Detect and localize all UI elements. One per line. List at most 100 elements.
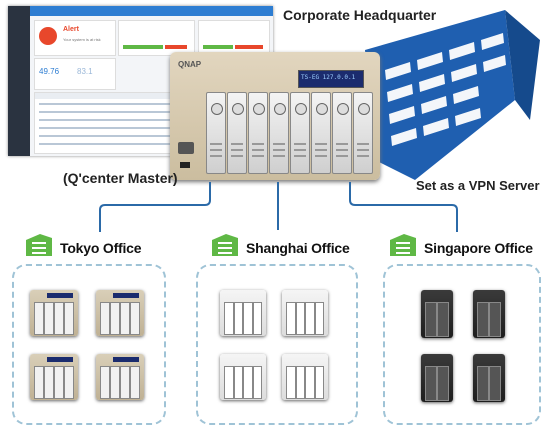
- status-bar-red: [235, 45, 263, 49]
- building-icon: [390, 234, 416, 256]
- nas-usb-port: [180, 162, 190, 168]
- drive-vent: [210, 143, 222, 145]
- nas-brand: QNAP: [178, 60, 202, 69]
- drive-bay: [290, 92, 310, 174]
- drive-bay: [305, 301, 315, 335]
- drive-bay: [227, 92, 247, 174]
- table-header: [35, 93, 269, 99]
- drive-vent: [273, 149, 285, 151]
- alert-icon: [39, 27, 57, 45]
- drive-bay: [64, 301, 74, 335]
- connector-tokyo: [99, 182, 211, 232]
- drive-latch: [295, 103, 307, 115]
- nas-lcd: [112, 357, 140, 362]
- stat-right: 83.1: [77, 67, 93, 76]
- drive-bay: [100, 365, 110, 399]
- nas-unit: [282, 354, 328, 400]
- drive-bay: [44, 365, 54, 399]
- drive-bay: [130, 301, 140, 335]
- drive-bay: [206, 92, 226, 174]
- drive-bay: [233, 301, 243, 335]
- table-row: [39, 135, 239, 137]
- drive-bay: [224, 365, 234, 399]
- drive-vent: [315, 155, 327, 157]
- drive-bay: [269, 92, 289, 174]
- drive-bay: [130, 365, 140, 399]
- drive-bay: [248, 92, 268, 174]
- table-row: [39, 127, 239, 129]
- table-row: [39, 143, 239, 145]
- drive-bay: [224, 301, 234, 335]
- drive-bay: [243, 365, 253, 399]
- status-panel-1: [118, 20, 195, 56]
- drive-vent: [357, 143, 369, 145]
- drive-bay: [425, 302, 437, 337]
- drive-vent: [231, 143, 243, 145]
- drive-bay: [252, 301, 262, 335]
- drive-latch: [316, 103, 328, 115]
- table-row: [39, 111, 239, 113]
- nas-lcd: [46, 293, 74, 298]
- nas-unit: [30, 354, 78, 400]
- drive-vent: [315, 149, 327, 151]
- drive-latch: [253, 103, 265, 115]
- drive-vent: [252, 143, 264, 145]
- drive-vent: [357, 155, 369, 157]
- office-box-shanghai: [196, 264, 358, 425]
- drive-vent: [357, 149, 369, 151]
- drive-bay: [286, 301, 296, 335]
- drive-bay: [243, 301, 253, 335]
- office-title-singapore: Singapore Office: [424, 240, 533, 256]
- drive-bay: [34, 301, 44, 335]
- drive-bay: [64, 365, 74, 399]
- nas-unit: [473, 290, 505, 338]
- dashboard-sidebar: [8, 6, 30, 156]
- drive-bay: [44, 301, 54, 335]
- nas-unit: [96, 354, 144, 400]
- office-title-shanghai: Shanghai Office: [246, 240, 350, 256]
- drive-bay: [295, 365, 305, 399]
- drive-vent: [273, 155, 285, 157]
- drive-bay: [110, 301, 120, 335]
- drive-vent: [294, 149, 306, 151]
- drive-bay: [34, 365, 44, 399]
- nas-unit: [473, 354, 505, 402]
- nas-lcd: TS-EG 127.0.0.1: [298, 70, 364, 88]
- nas-lcd: [112, 293, 140, 298]
- office-title-tokyo: Tokyo Office: [60, 240, 142, 256]
- drive-vent: [336, 149, 348, 151]
- drive-bay: [477, 302, 489, 337]
- drive-bay: [314, 365, 324, 399]
- drive-latch: [211, 103, 223, 115]
- drive-vent: [294, 155, 306, 157]
- drive-bay: [425, 366, 437, 401]
- drive-bay: [353, 92, 373, 174]
- drive-latch: [358, 103, 370, 115]
- drive-vent: [336, 143, 348, 145]
- table-row: [39, 119, 239, 121]
- drive-bay: [437, 302, 449, 337]
- drive-vent: [210, 149, 222, 151]
- master-label: (Q'center Master): [63, 170, 178, 186]
- building-icon: [26, 234, 52, 256]
- office-header-singapore: Singapore Office: [388, 232, 548, 260]
- drive-vent: [231, 155, 243, 157]
- status-bar-green: [123, 45, 163, 49]
- drive-latch: [232, 103, 244, 115]
- drive-vent: [252, 149, 264, 151]
- drive-bay: [332, 92, 352, 174]
- nas-unit: [220, 354, 266, 400]
- drive-bay: [54, 301, 64, 335]
- drive-bay: [120, 301, 130, 335]
- status-bar-red: [165, 45, 187, 49]
- drive-bay: [489, 302, 501, 337]
- nas-unit: [30, 290, 78, 336]
- drive-vent: [210, 155, 222, 157]
- drive-vent: [231, 149, 243, 151]
- stat-left: 49.76: [39, 67, 60, 76]
- drive-latch: [274, 103, 286, 115]
- alert-title: Alert: [63, 26, 79, 33]
- stats-card: 49.76 83.1: [34, 58, 116, 90]
- drive-vent: [336, 155, 348, 157]
